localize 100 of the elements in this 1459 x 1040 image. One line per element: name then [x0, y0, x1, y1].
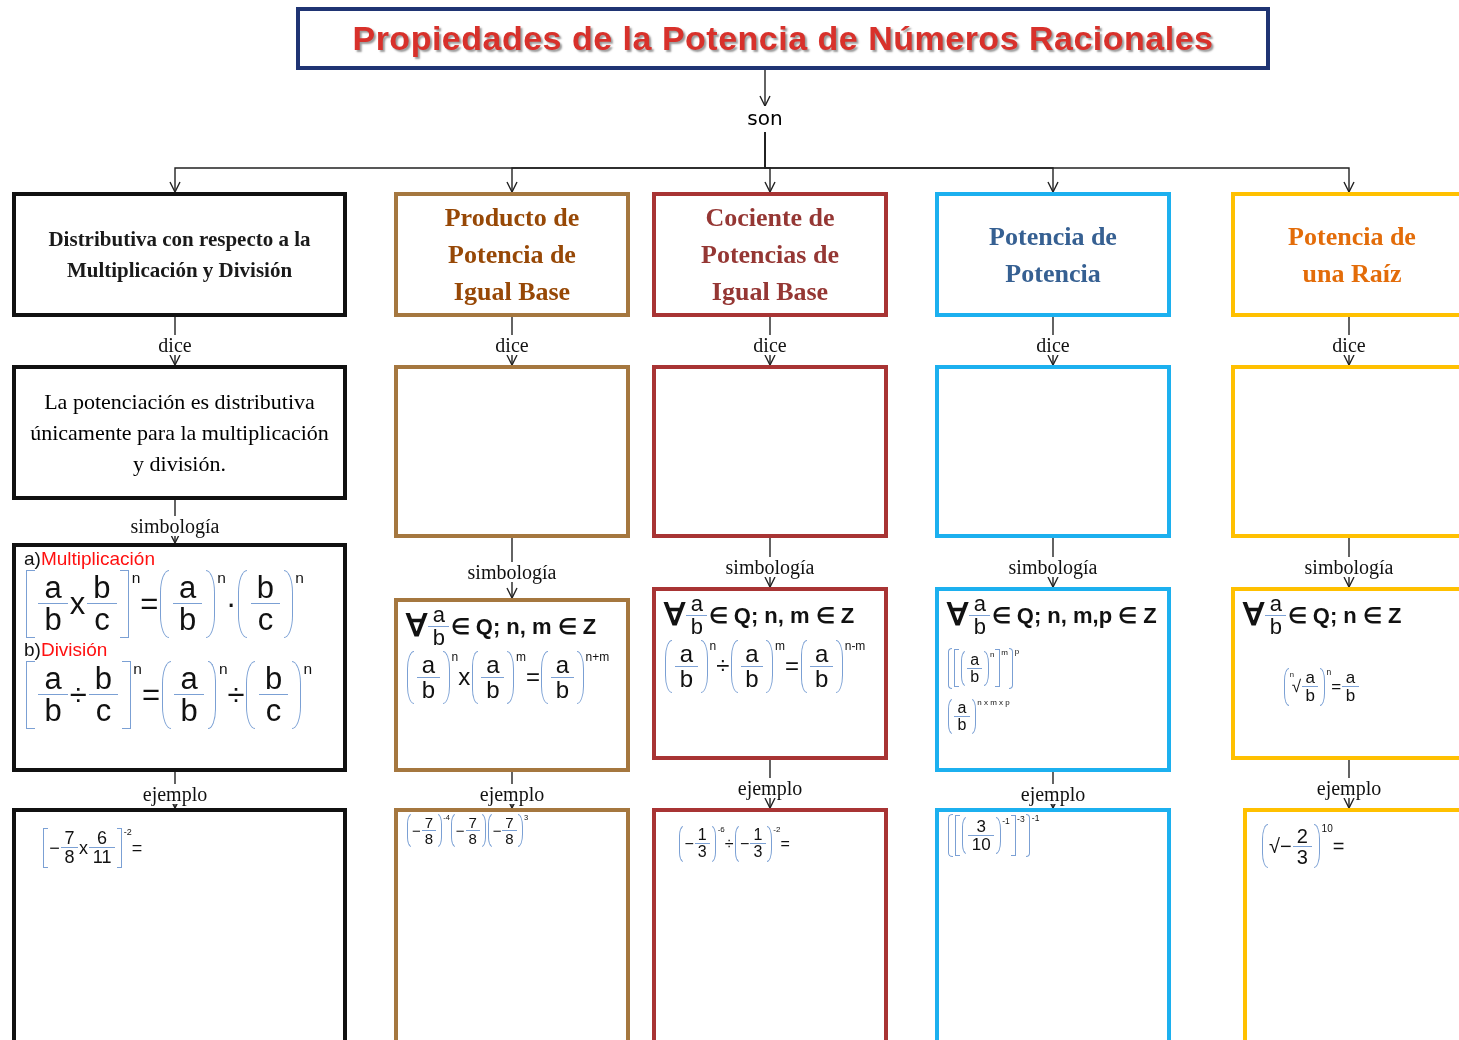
empty-box: [394, 365, 630, 538]
math-term: x: [79, 838, 89, 857]
math-term: 1: [752, 827, 764, 844]
math-term: b: [174, 694, 204, 727]
exponent: n: [990, 650, 995, 659]
math-term: ∀: [406, 611, 427, 642]
math-term: =: [1332, 836, 1345, 857]
math-term: a: [43, 572, 63, 604]
math-term: ∀: [664, 600, 685, 631]
math-term: ·: [226, 588, 237, 620]
formula-box: [935, 587, 1171, 772]
math-term: 8: [465, 830, 480, 847]
exponent: -2: [123, 828, 132, 837]
box-heading: Cociente de Potencias de Igual Base: [700, 202, 840, 308]
math-term: a: [689, 593, 704, 615]
math-term: a: [177, 572, 198, 604]
math-term: b: [954, 715, 970, 733]
math-term: b: [740, 665, 764, 691]
math-term: x: [69, 588, 86, 620]
math-term: 8: [421, 830, 436, 847]
edge-label: simbología: [1006, 556, 1100, 577]
math-term: =: [141, 679, 160, 711]
exponent: m: [1001, 649, 1008, 658]
math-term: =: [1331, 678, 1342, 696]
math-term: 6: [96, 829, 109, 848]
math-term: ÷: [227, 679, 245, 711]
exponent: n x m x p: [977, 698, 1010, 707]
math-term: b: [550, 676, 574, 702]
box-heading: Producto de Potencia de Igual Base: [443, 202, 581, 308]
math-term: ÷: [724, 835, 734, 852]
math-term: a: [813, 641, 830, 666]
math-term: a): [24, 549, 41, 568]
math-term: =: [525, 665, 540, 690]
math-term: −: [684, 835, 694, 852]
math-term: c: [258, 694, 289, 727]
math-term: a: [554, 652, 571, 677]
formula-box: [12, 543, 347, 772]
box-heading: Potencia de Potencia: [988, 220, 1118, 290]
edge-label: simbología: [465, 562, 559, 582]
math-term: a: [969, 651, 981, 668]
formula-box: [394, 808, 630, 1040]
math-term: ∈ Q; n, m,p ∈ Z: [991, 604, 1157, 627]
math-term: −: [1279, 836, 1292, 857]
formula-box: [12, 808, 347, 1040]
concept-box: [652, 192, 888, 317]
edge-label: ejemplo: [735, 778, 805, 798]
math-term: 7: [504, 815, 515, 831]
math-term: √: [1268, 836, 1280, 857]
math-term: −: [492, 823, 502, 839]
math-term: b: [417, 676, 440, 702]
formula-box: [652, 587, 888, 760]
math-term: b: [1342, 686, 1359, 705]
math-term: ∈ Q; n, m ∈ Z: [450, 615, 597, 638]
math-term: =: [140, 588, 159, 620]
edge-label: simbología: [1302, 556, 1396, 577]
edge-label: dice: [493, 335, 531, 355]
math-term: a: [431, 604, 446, 626]
exponent: n: [303, 660, 313, 677]
concept-box: [12, 365, 347, 500]
edge-label: dice: [156, 335, 194, 355]
math-term: 3: [975, 818, 987, 836]
math-term: a: [744, 641, 760, 666]
formula-box: [394, 598, 630, 772]
math-term: a: [1304, 669, 1316, 687]
exponent: n-m: [844, 640, 866, 652]
math-term: =: [785, 654, 800, 679]
exponent: n: [295, 570, 304, 586]
edge-label: dice: [1034, 335, 1072, 355]
exponent: n: [217, 570, 226, 586]
math-term: b: [38, 603, 68, 636]
exponent: n+m: [585, 651, 610, 663]
math-term: ∀: [947, 600, 968, 631]
exponent: -2: [773, 826, 781, 834]
math-term: b: [263, 663, 284, 695]
math-term: a: [1344, 669, 1357, 687]
math-term: c: [88, 694, 119, 727]
concept-box: [1231, 192, 1459, 317]
math-term: 3: [694, 843, 710, 861]
exponent: n: [1326, 668, 1332, 677]
edge-label: dice: [1330, 335, 1368, 355]
math-term: b: [38, 694, 68, 727]
math-term: c: [250, 603, 281, 636]
math-term: Multiplicación: [40, 549, 155, 568]
edge-label: ejemplo: [477, 784, 547, 804]
math-term: =: [780, 835, 790, 852]
math-term: b: [92, 572, 112, 604]
math-term: b: [1265, 615, 1287, 638]
exponent: m: [775, 640, 786, 652]
math-term: b: [255, 572, 275, 604]
box-heading: Distributiva con respecto a la Multiplicación y División: [47, 225, 312, 284]
exponent: p: [1014, 648, 1020, 656]
empty-box: [1231, 365, 1459, 538]
concept-box: [12, 192, 347, 317]
title-text: Propiedades de la Potencia de Números Racionales: [351, 18, 1215, 59]
math-term: 2: [1295, 825, 1309, 846]
math-term: b: [428, 626, 450, 649]
formula-box: [935, 808, 1171, 1040]
math-term: b: [810, 665, 834, 691]
edge-label: simbología: [723, 556, 817, 577]
math-term: 1: [696, 827, 708, 844]
